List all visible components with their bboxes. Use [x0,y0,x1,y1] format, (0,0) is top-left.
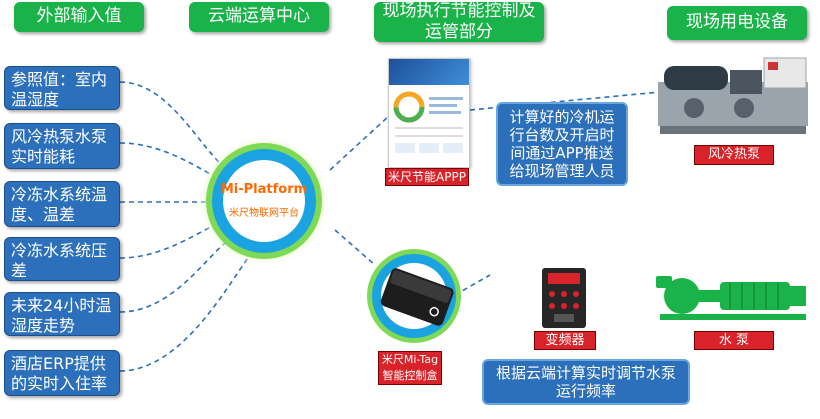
chiller-schedule-note: 计算好的冷机运行台数及开启时间通过APP推送给现场管理人员 [496,102,628,186]
header-cloud-center: 云端运算中心 [189,2,329,32]
vfd-image [542,268,586,328]
mitag-label-line2: 智能控制盒 [382,369,438,382]
heat-pump-image [658,57,808,134]
water-pump-image [656,276,806,320]
vfd-label: 变频器 [534,331,596,350]
water-pump-label: 水 泵 [694,331,774,350]
input-chilled-water-pressure: 冷冻水系统压差 [4,237,120,281]
heat-pump-label: 风冷热泵 [694,145,774,165]
header-onsite-equipment: 现场用电设备 [667,6,807,40]
mitag-label-line1: 米尺Mi-Tag [381,353,439,366]
input-forecast-24h: 未来24小时温湿度走势 [4,292,120,336]
header-onsite-execution: 现场执行节能控制及运管部分 [374,1,544,42]
platform-ring [198,135,330,267]
mitag-ring [367,249,461,343]
pump-frequency-note: 根据云端计算实时调节水泵运行频率 [482,359,690,405]
platform-name: Mi-Platform [220,182,308,197]
mitag-label: 米尺Mi-Tag 智能控制盒 [378,351,442,385]
input-indoor-temp-humidity: 参照值：室内温湿度 [4,66,120,110]
app-phone-screenshot [388,58,470,168]
header-external-input: 外部输入值 [14,2,144,32]
platform-subtitle: 米尺物联网平台 [229,208,299,219]
input-hotel-erp-occupancy: 酒店ERP提供的实时入住率 [4,350,120,396]
app-label: 米尺节能APPP [385,168,469,186]
input-chilled-water-temp: 冷冻水系统温度、温差 [4,181,120,227]
input-pump-energy: 风冷热泵水泵实时能耗 [4,123,120,169]
